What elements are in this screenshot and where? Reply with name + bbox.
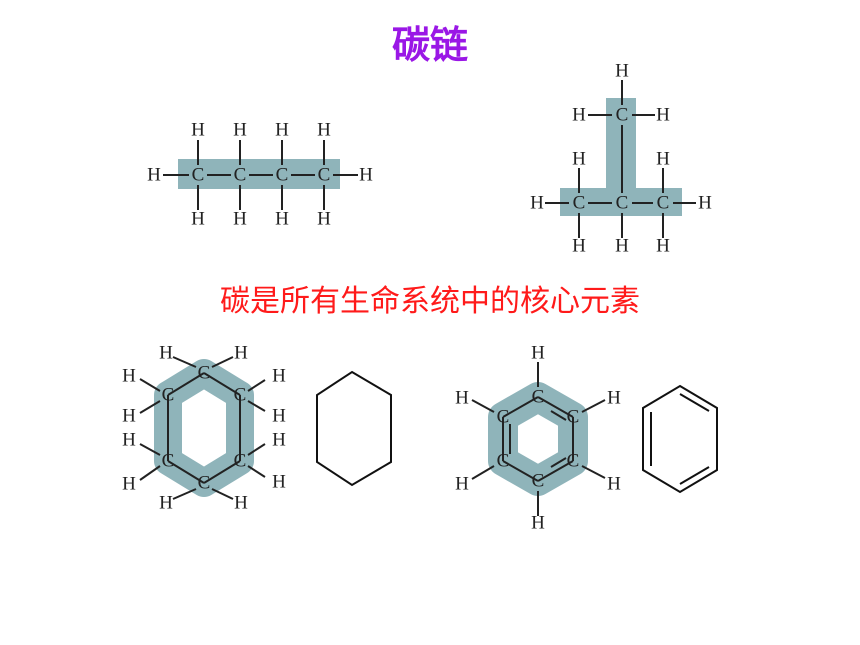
hydrogen-atom-label: H — [698, 193, 712, 214]
carbon-atom-label: C — [616, 193, 629, 214]
hydrogen-atom-label: H — [615, 61, 629, 82]
hydrogen-atom-label: H — [455, 474, 469, 495]
hydrogen-atom-label: H — [233, 120, 247, 141]
hydrogen-atom-label: H — [572, 105, 586, 126]
hydrogen-atom-label: H — [122, 406, 136, 427]
hydrogen-atom-label: H — [359, 165, 373, 186]
carbon-atom-label: C — [567, 407, 580, 428]
carbon-atom-label: C — [276, 165, 289, 186]
carbon-atom-label: C — [497, 451, 510, 472]
carbon-atom-label: C — [532, 387, 545, 408]
hydrogen-atom-label: H — [317, 209, 331, 230]
cyclohexane-molecule: C C C C C C H H H H H H H H H H H H — [122, 343, 286, 514]
hydrogen-atom-label: H — [122, 474, 136, 495]
hydrogen-atom-label: H — [530, 193, 544, 214]
carbon-atom-label: C — [532, 471, 545, 492]
carbon-atom-label: C — [573, 193, 586, 214]
carbon-atom-label: C — [497, 407, 510, 428]
benzene-molecule: C C C C C C H H H H H H — [455, 343, 621, 534]
hydrogen-atom-label: H — [455, 388, 469, 409]
hydrogen-atom-label: H — [147, 165, 161, 186]
carbon-atom-label: C — [657, 193, 670, 214]
cyclohexane-skeletal — [316, 370, 392, 487]
hydrogen-atom-label: H — [572, 236, 586, 257]
carbon-atom-label: C — [198, 473, 211, 494]
butane-molecule: C C C C H H H H H H H H H H — [147, 120, 373, 230]
hydrogen-atom-label: H — [122, 430, 136, 451]
hydrogen-atom-label: H — [531, 343, 545, 364]
carbon-atom-label: C — [162, 385, 175, 406]
hydrogen-atom-label: H — [122, 366, 136, 387]
hydrogen-atom-label: H — [272, 472, 286, 493]
hydrogen-atom-label: H — [233, 209, 247, 230]
hydrogen-atom-label: H — [607, 388, 621, 409]
hydrogen-atom-label: H — [272, 406, 286, 427]
hydrogen-atom-label: H — [191, 120, 205, 141]
carbon-atom-label: C — [234, 165, 247, 186]
hydrogen-atom-label: H — [159, 493, 173, 514]
hydrogen-atom-label: H — [272, 430, 286, 451]
hydrogen-atom-label: H — [656, 236, 670, 257]
hydrogen-atom-label: H — [234, 343, 248, 364]
hydrogen-atom-label: H — [191, 209, 205, 230]
carbon-atom-label: C — [192, 165, 205, 186]
hydrogen-atom-label: H — [234, 493, 248, 514]
carbon-atom-label: C — [234, 385, 247, 406]
hydrogen-atom-label: H — [159, 343, 173, 364]
hydrogen-atom-label: H — [531, 513, 545, 534]
subtitle-caption: 碳是所有生命系统中的核心元素 — [220, 284, 640, 319]
hydrogen-atom-label: H — [272, 366, 286, 387]
carbon-atom-label: C — [162, 451, 175, 472]
hydrogen-atom-label: H — [615, 236, 629, 257]
ring-highlight — [488, 382, 588, 496]
hydrogen-atom-label: H — [572, 149, 586, 170]
isobutane-molecule: C C C C H H H H H H H H H H — [530, 61, 712, 257]
hydrogen-atom-label: H — [607, 474, 621, 495]
hydrogen-atom-label: H — [656, 149, 670, 170]
carbon-atom-label: C — [234, 451, 247, 472]
carbon-atom-label: C — [198, 363, 211, 384]
benzene-skeletal — [642, 384, 718, 494]
carbon-atom-label: C — [616, 105, 629, 126]
hydrogen-atom-label: H — [656, 105, 670, 126]
carbon-atom-label: C — [318, 165, 331, 186]
hydrogen-atom-label: H — [317, 120, 331, 141]
carbon-atom-label: C — [567, 451, 580, 472]
hydrogen-atom-label: H — [275, 120, 289, 141]
slide-title: 碳链 — [391, 23, 468, 67]
hydrogen-atom-label: H — [275, 209, 289, 230]
